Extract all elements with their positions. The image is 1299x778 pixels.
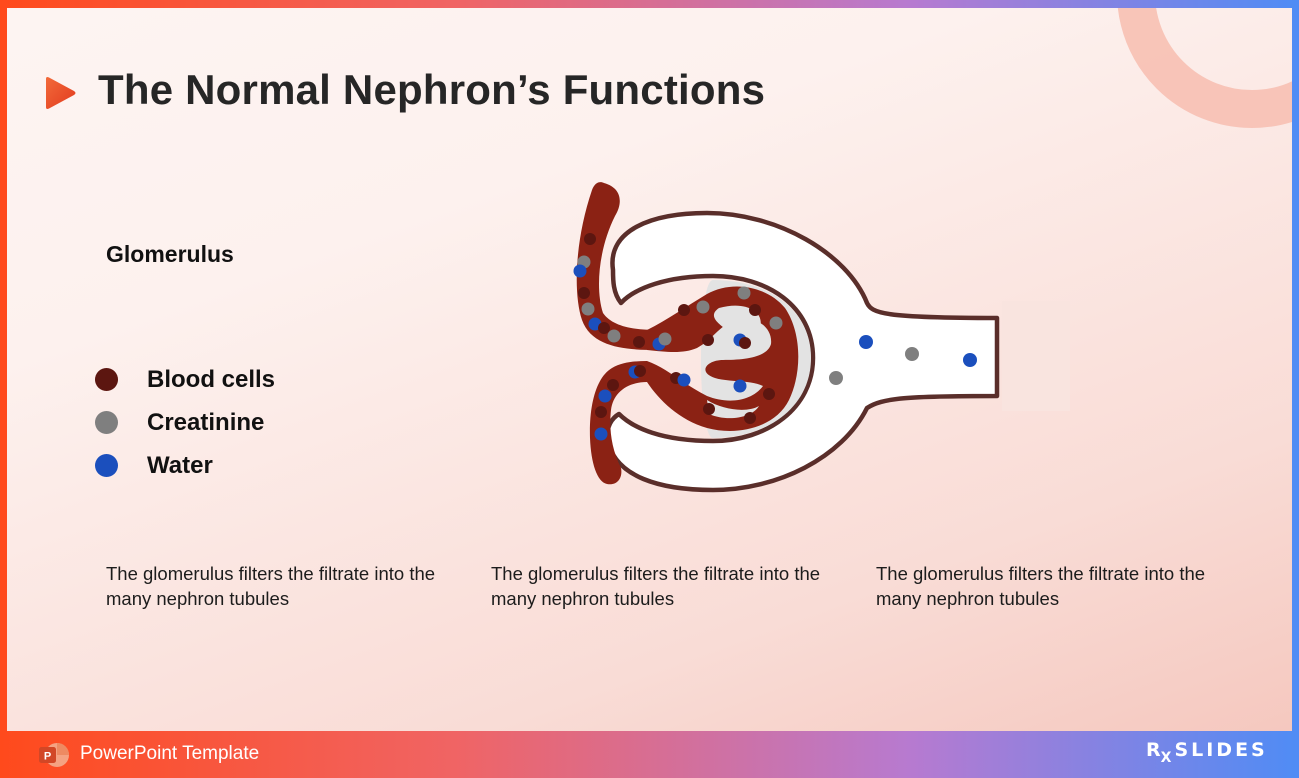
caption-2: The glomerulus filters the filtrate into… xyxy=(491,561,821,611)
legend-label: Water xyxy=(147,452,213,480)
footer-template-label: PowerPoint Template xyxy=(80,743,259,765)
blood-cell-particle xyxy=(634,365,646,377)
water-particle xyxy=(678,374,691,387)
caption-3: The glomerulus filters the filtrate into… xyxy=(876,561,1206,611)
legend-item-water: Water xyxy=(95,444,275,487)
water-particle xyxy=(595,428,608,441)
water-particle xyxy=(734,380,747,393)
blood-cell-particle xyxy=(749,304,761,316)
blood-cell-particle xyxy=(595,406,607,418)
decorative-ring xyxy=(1117,8,1292,128)
creatinine-particle xyxy=(905,347,919,361)
legend: Blood cells Creatinine Water xyxy=(95,358,275,487)
water-particle xyxy=(599,390,612,403)
creatinine-particle xyxy=(608,330,621,343)
creatinine-particle xyxy=(659,333,672,346)
creatinine-particle xyxy=(697,301,710,314)
blood-cell-particle xyxy=(633,336,645,348)
water-dot-icon xyxy=(95,454,118,477)
blood-cell-particle xyxy=(739,337,751,349)
creatinine-dot-icon xyxy=(95,411,118,434)
blood-cell-particle xyxy=(702,334,714,346)
creatinine-particle xyxy=(829,371,843,385)
creatinine-particle xyxy=(582,303,595,316)
legend-label: Creatinine xyxy=(147,409,264,437)
powerpoint-icon: P xyxy=(38,742,70,768)
diagram-heading: Glomerulus xyxy=(106,241,234,268)
logo-subscript: X xyxy=(1161,750,1172,766)
glomerulus-diagram xyxy=(552,176,1072,506)
blood-cell-dot-icon xyxy=(95,368,118,391)
blood-cell-particle xyxy=(744,412,756,424)
blood-cell-particle xyxy=(584,233,596,245)
blood-cell-particle xyxy=(763,388,775,400)
blood-cell-particle xyxy=(703,403,715,415)
blood-cell-particle xyxy=(598,322,610,334)
water-particle xyxy=(859,335,873,349)
svg-text:P: P xyxy=(44,751,51,763)
tubule-end-mask xyxy=(1002,301,1070,411)
slide: The Normal Nephron’s Functions Glomerulu… xyxy=(7,8,1292,731)
play-arrow-icon xyxy=(43,76,77,110)
creatinine-particle xyxy=(738,287,751,300)
caption-1: The glomerulus filters the filtrate into… xyxy=(106,561,436,611)
legend-item-creatinine: Creatinine xyxy=(95,401,275,444)
legend-item-blood-cells: Blood cells xyxy=(95,358,275,401)
blood-cell-particle xyxy=(607,379,619,391)
logo-word: SLIDES xyxy=(1174,739,1267,761)
page-title: The Normal Nephron’s Functions xyxy=(98,66,765,114)
blood-cell-particle xyxy=(578,287,590,299)
water-particle xyxy=(574,265,587,278)
legend-label: Blood cells xyxy=(147,366,275,394)
creatinine-particle xyxy=(770,317,783,330)
water-particle xyxy=(963,353,977,367)
blood-cell-particle xyxy=(678,304,690,316)
